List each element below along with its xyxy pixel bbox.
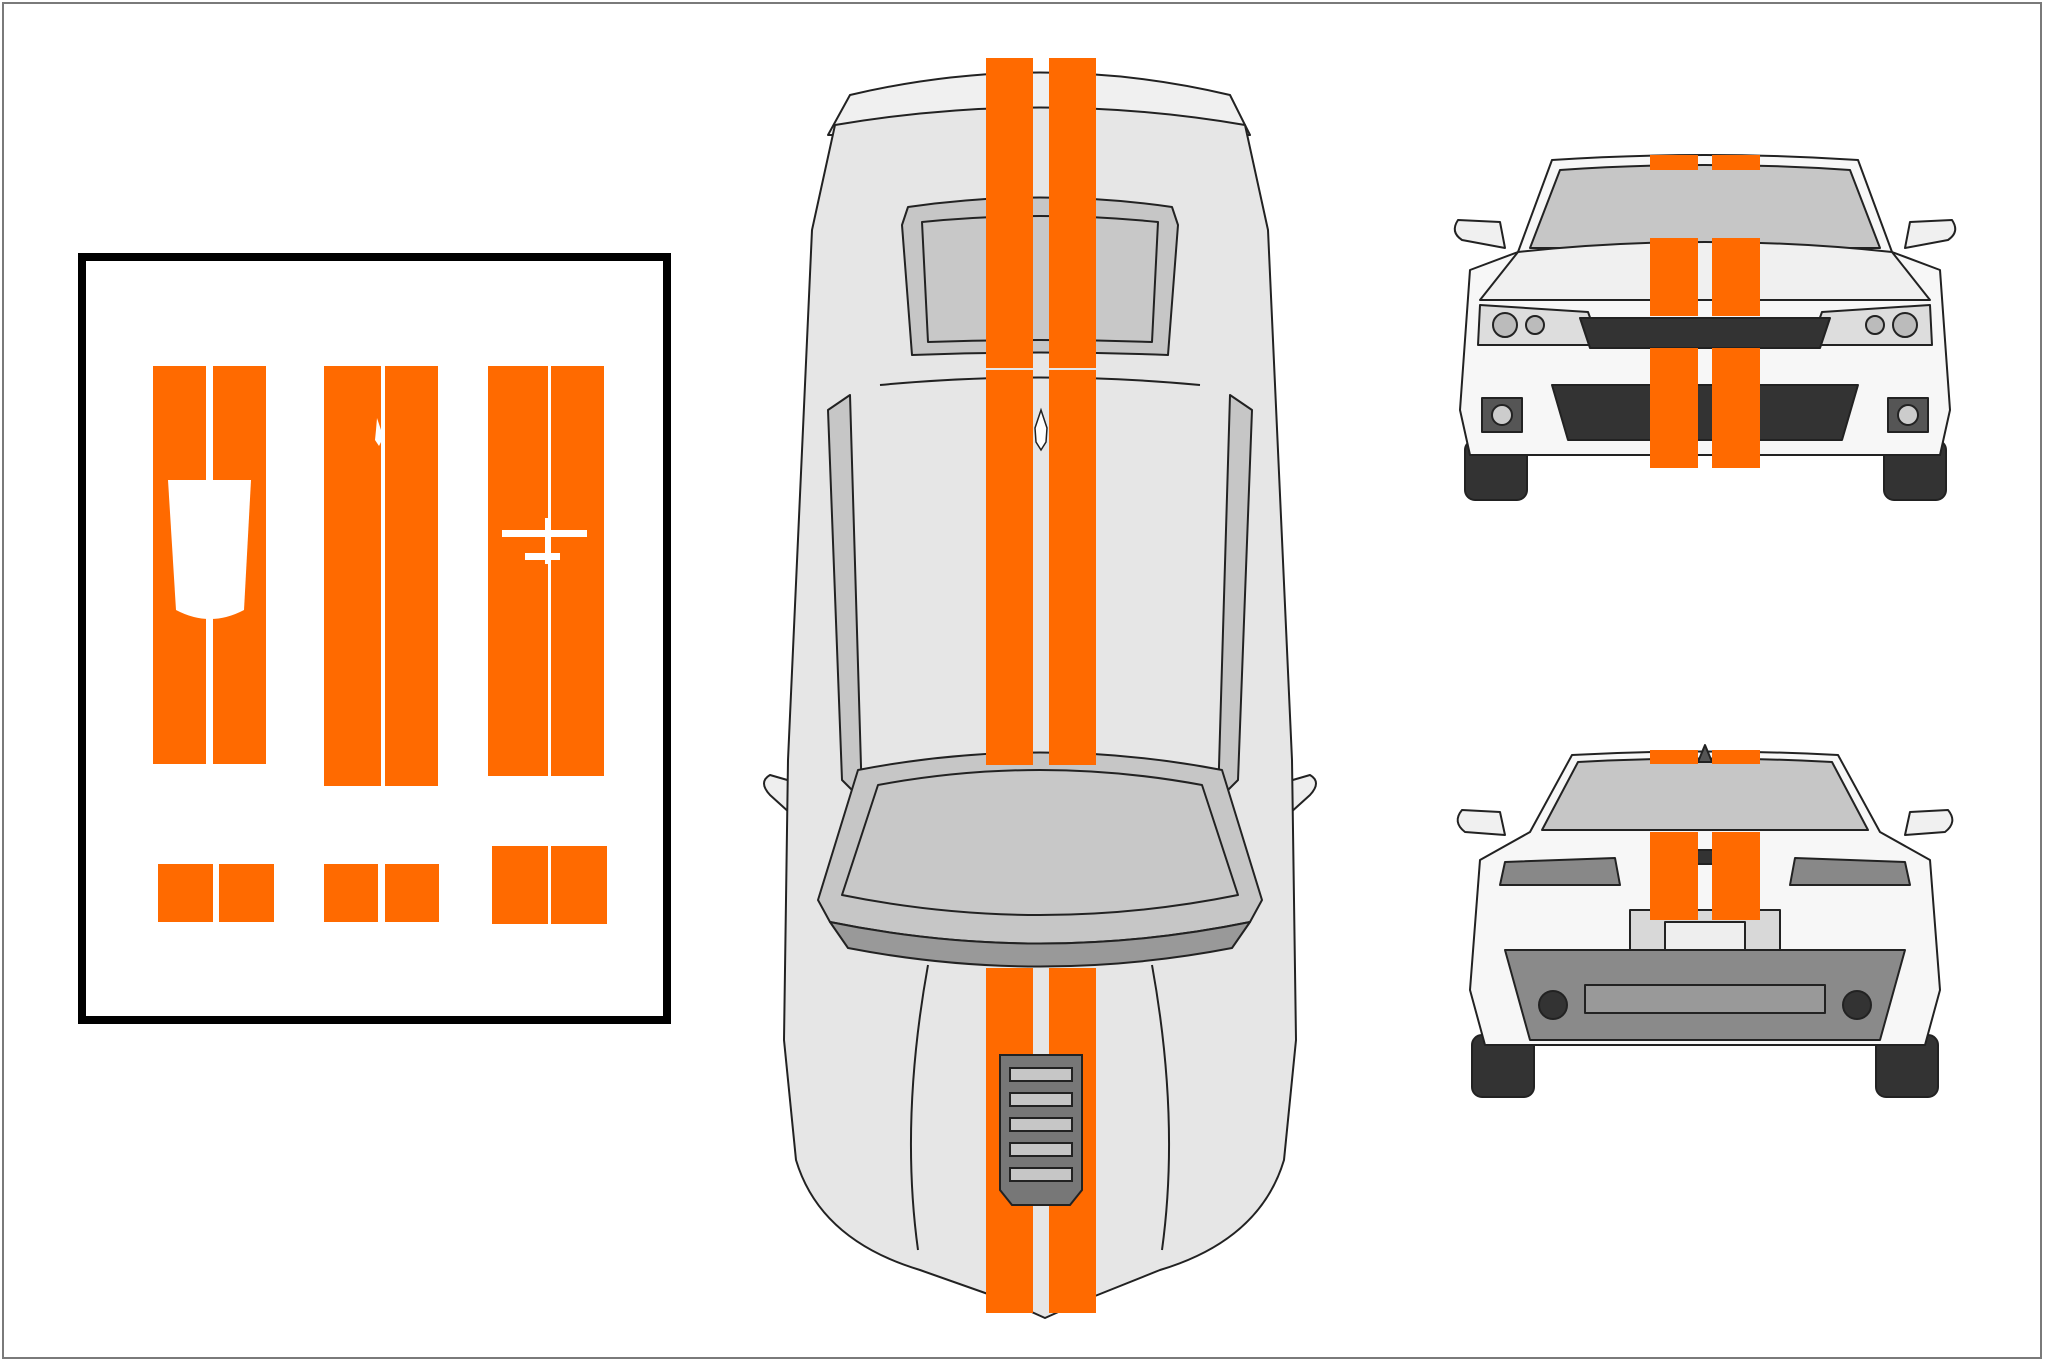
rear-right-mirror xyxy=(1904,809,1954,836)
kit1-hood-cutout xyxy=(168,480,251,619)
hood-vent-slat-5 xyxy=(1009,1167,1073,1182)
front-windshield xyxy=(1529,164,1881,249)
front-left-headlamp-1 xyxy=(1492,312,1518,338)
rear-left-mirror xyxy=(1456,809,1506,836)
stripe-kit-cross-emblem xyxy=(488,366,607,924)
front-hood xyxy=(1479,241,1931,301)
front-right-foglamp xyxy=(1897,404,1919,426)
front-stripe-right-roof xyxy=(1712,155,1760,170)
hood-vent-slat-3 xyxy=(1009,1117,1073,1132)
rear-left-exhaust xyxy=(1538,990,1568,1020)
rear-view-car xyxy=(1456,744,1954,1098)
kit3-small-right xyxy=(551,846,607,924)
front-right-headlamp-2 xyxy=(1865,315,1885,335)
top-hood-line-right xyxy=(1151,964,1171,1251)
hood-vent-slat-1 xyxy=(1009,1067,1073,1082)
kit2-left-stripe xyxy=(324,366,381,786)
front-stripe-left-hood xyxy=(1650,238,1698,316)
rear-left-taillight xyxy=(1499,857,1621,886)
rear-stripe-left-roof xyxy=(1650,750,1698,764)
kit1-cutout-gap xyxy=(206,620,213,764)
kit3-cross-bar xyxy=(502,530,587,537)
top-stripe-left-rear xyxy=(986,58,1033,368)
rear-antenna xyxy=(1697,744,1713,763)
hood-vent-slat-4 xyxy=(1009,1142,1073,1157)
rear-view-stripes xyxy=(1650,750,1760,920)
stripe-kit-plain xyxy=(324,366,439,922)
top-hood-line-left xyxy=(909,964,929,1251)
front-view-car xyxy=(1453,154,1957,501)
rear-right-taillight xyxy=(1789,857,1911,886)
top-roof-vent-notch xyxy=(1034,407,1048,452)
kit1-small-right xyxy=(219,864,274,922)
front-stripe-right-bumper xyxy=(1712,348,1760,468)
front-lower-grille xyxy=(1551,384,1859,441)
front-stripe-left-bumper xyxy=(1650,348,1698,468)
kit2-small-left xyxy=(324,864,378,922)
kit1-small-left xyxy=(158,864,213,922)
kit3-small-left xyxy=(492,846,548,924)
rear-window xyxy=(1541,757,1869,831)
kit3-cross-small-bar xyxy=(525,553,560,560)
rear-stripe-left-trunk xyxy=(1650,832,1698,920)
top-roof-line xyxy=(879,376,1201,386)
kit2-right-stripe xyxy=(385,366,438,786)
top-stripe-right-roof xyxy=(1049,370,1096,765)
kit3-right-stripe xyxy=(551,366,604,776)
front-stripe-right-hood xyxy=(1712,238,1760,316)
kit2-small-right xyxy=(385,864,439,922)
front-left-foglamp xyxy=(1491,404,1513,426)
top-cowl xyxy=(829,921,1251,968)
front-left-mirror xyxy=(1453,219,1506,249)
top-windshield-inner xyxy=(841,769,1239,916)
top-view-car xyxy=(763,71,1317,1319)
front-right-mirror xyxy=(1904,219,1957,249)
stripe-kit-panel xyxy=(78,253,671,1024)
top-stripe-right-rear xyxy=(1049,58,1096,368)
rear-right-exhaust xyxy=(1842,990,1872,1020)
top-rear-window-frame xyxy=(921,215,1159,343)
kit3-cross-stem xyxy=(545,518,551,564)
front-view-stripes xyxy=(1650,155,1760,468)
front-left-headlamp-2 xyxy=(1525,315,1545,335)
top-hood-vent xyxy=(999,1054,1083,1206)
stripe-kit-hood-scoop xyxy=(153,366,274,922)
front-stripe-left-roof xyxy=(1650,155,1698,170)
rear-lower-panel xyxy=(1584,984,1826,1014)
top-stripe-left-roof xyxy=(986,370,1033,765)
front-upper-grille xyxy=(1579,317,1831,349)
rear-stripe-right-trunk xyxy=(1712,832,1760,920)
front-right-headlamp-1 xyxy=(1892,312,1918,338)
top-body xyxy=(783,106,1297,1319)
kit3-left-stripe xyxy=(488,366,548,776)
rear-stripe-right-roof xyxy=(1712,750,1760,764)
kit2-vent-notch xyxy=(375,418,382,446)
hood-vent-slat-2 xyxy=(1009,1092,1073,1107)
